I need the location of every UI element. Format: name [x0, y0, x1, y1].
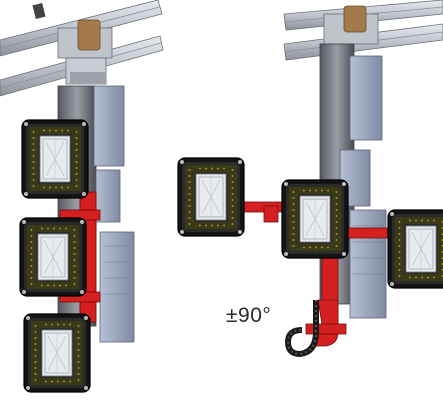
- lamp-head-icon: [177, 157, 245, 237]
- lamp-head-icon: [281, 179, 349, 259]
- left-assembly: [0, 0, 164, 393]
- lamp-head-icon: [19, 217, 87, 297]
- carriage-left: [57, 19, 113, 85]
- carriage-right: [323, 5, 379, 45]
- rotation-angle-label: ±90°: [226, 304, 272, 327]
- drag-chain-icon: [284, 300, 319, 358]
- right-assembly: [177, 0, 443, 358]
- lamp-head-icon: [21, 119, 89, 199]
- lamp-head-icon: [387, 209, 443, 289]
- lamp-head-icon: [23, 313, 91, 393]
